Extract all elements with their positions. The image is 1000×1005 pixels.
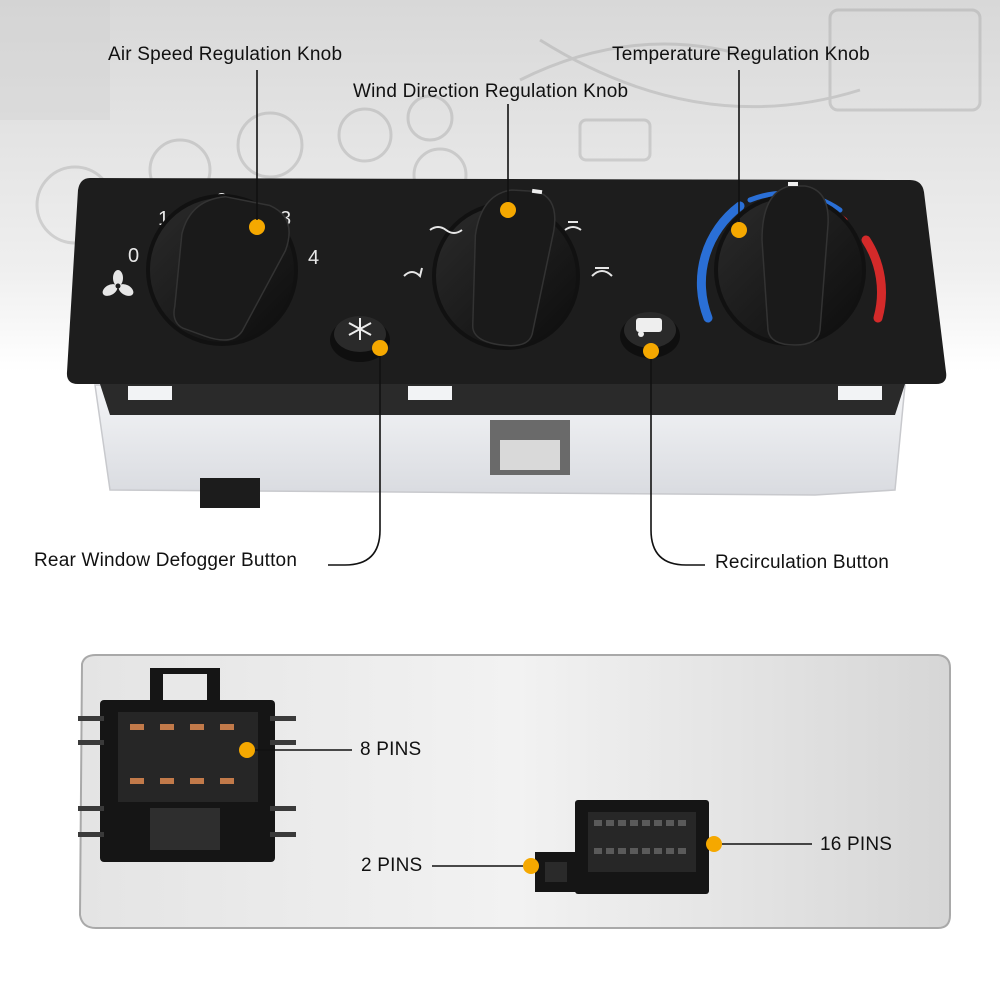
recirculation-icon [636, 318, 662, 337]
air-speed-knob[interactable] [146, 180, 298, 352]
temperature-knob[interactable] [696, 182, 886, 346]
temperature-knob-label: Temperature Regulation Knob [612, 44, 870, 65]
16-pin-connector [575, 800, 722, 894]
marker-dot [372, 340, 388, 356]
fan-scale-1: 1 [158, 208, 169, 230]
2-pins-label: 2 PINS [361, 855, 423, 876]
wind-direction-knob[interactable] [432, 184, 580, 350]
rear-view-panel [78, 654, 951, 929]
marker-dot [731, 222, 747, 238]
snowflake-icon [348, 318, 372, 340]
fan-scale-4: 4 [308, 247, 319, 269]
rear-defogger-button[interactable] [330, 316, 390, 362]
wind-direction-knob-label: Wind Direction Regulation Knob [353, 81, 629, 102]
vent-face-icon [429, 226, 463, 234]
8-pins-label: 8 PINS [360, 739, 422, 760]
cold-scale [696, 201, 745, 323]
2-pin-connector [523, 852, 577, 892]
marker-dot [239, 742, 255, 758]
recirculation-button[interactable] [620, 312, 680, 359]
marker-dot [500, 202, 516, 218]
marker-dot [249, 219, 265, 235]
side-connector-tab [200, 478, 260, 508]
fan-scale-0: 0 [128, 245, 139, 267]
8-pin-connector [78, 668, 296, 862]
marker-dot [706, 836, 722, 852]
16-pins-label: 16 PINS [820, 834, 893, 855]
marker-dot [643, 343, 659, 359]
vent-feet-icon [403, 267, 423, 278]
hot-scale [861, 235, 886, 323]
recirculation-button-label: Recirculation Button [715, 552, 890, 573]
rear-defogger-button-label: Rear Window Defogger Button [34, 550, 298, 571]
fan-icon [102, 270, 134, 296]
marker-dot [523, 858, 539, 874]
defrost-feet-icon [564, 221, 582, 231]
air-speed-knob-label: Air Speed Regulation Knob [108, 44, 343, 65]
defrost-icon [591, 267, 613, 277]
